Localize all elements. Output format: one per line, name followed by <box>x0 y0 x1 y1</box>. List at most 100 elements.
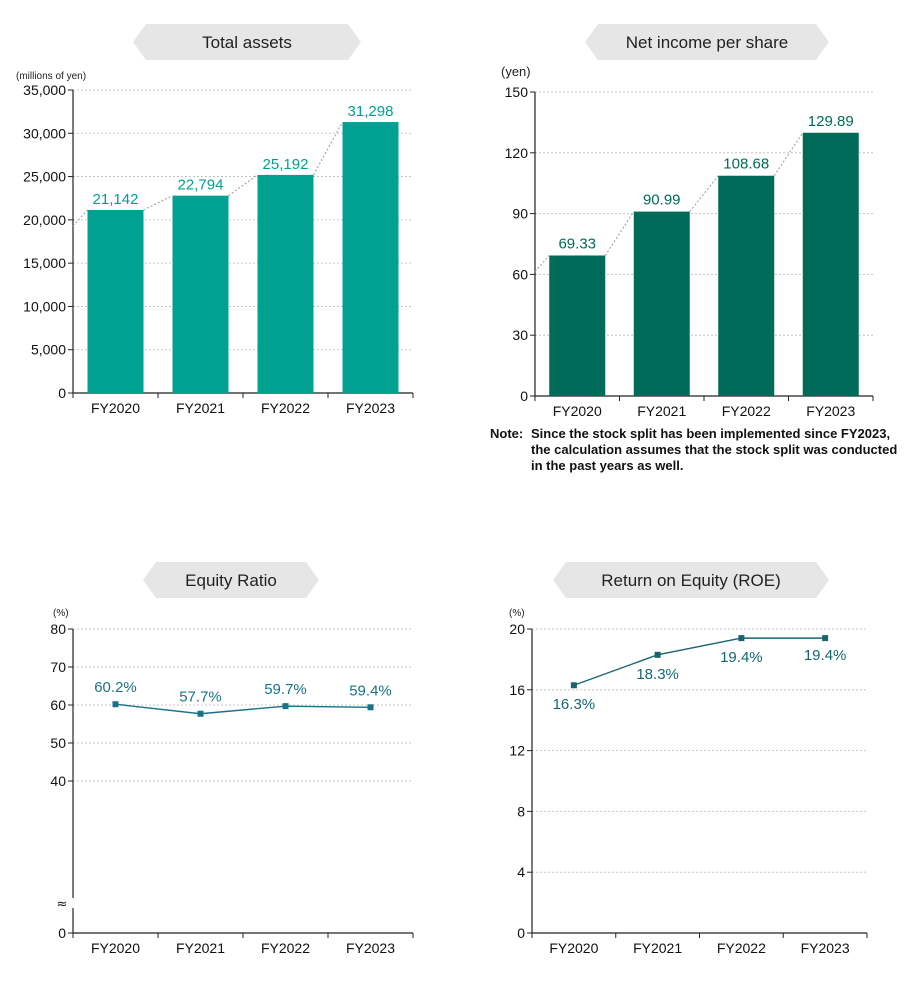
y-tick-label: 0 <box>520 388 528 404</box>
roe-chart: Return on Equity (ROE) (%) 0 4 8 12 16 20FY2020… <box>509 562 868 956</box>
unit-label: (%) <box>53 608 69 619</box>
note-text: Since the stock split has been implement… <box>531 426 898 473</box>
x-tick-label: FY2023 <box>806 403 855 419</box>
x-tick-label: FY2022 <box>261 940 310 956</box>
chart-title: Return on Equity (ROE) <box>601 571 781 590</box>
title-banner <box>143 562 319 598</box>
x-tick-label: FY2021 <box>633 940 682 956</box>
bar <box>549 255 606 396</box>
bar <box>257 174 314 393</box>
axis-break-mark: ≈ <box>57 897 68 912</box>
y-tick-label: 12 <box>509 743 525 759</box>
y-tick-label: 16 <box>509 682 525 698</box>
y-tick-label: 20,000 <box>23 212 66 228</box>
y-tick-label: 120 <box>505 145 529 161</box>
data-point <box>282 703 289 710</box>
bar <box>802 132 859 396</box>
y-tick-label: 40 <box>50 773 66 789</box>
x-tick-label: FY2020 <box>549 940 598 956</box>
x-tick-label: FY2022 <box>261 400 310 416</box>
bar <box>718 175 775 396</box>
value-label: 90.99 <box>643 192 681 209</box>
bar-connector <box>604 211 635 256</box>
y-tick-label: 0 <box>517 925 525 941</box>
net-income-per-share-chart: Net income per share (yen) 0 30 60 90 120 150FY… <box>501 24 874 419</box>
value-label: 57.7% <box>179 689 222 706</box>
y-tick-label: 10,000 <box>23 298 66 314</box>
chart-title: Total assets <box>202 33 292 52</box>
unit-label: (%) <box>509 608 525 619</box>
value-label: 60.2% <box>94 679 137 696</box>
y-tick-label: 20 <box>509 621 525 637</box>
data-point <box>654 651 661 658</box>
note-label: Note: <box>490 426 524 441</box>
series-line <box>573 637 826 686</box>
value-label: 129.89 <box>808 113 854 130</box>
chart-title: Net income per share <box>626 33 789 52</box>
y-tick-label: 80 <box>50 621 66 637</box>
data-point <box>738 635 745 642</box>
x-tick-label: FY2020 <box>91 400 140 416</box>
value-label: 18.3% <box>636 666 679 683</box>
bar-connector <box>689 175 719 212</box>
bar-connector <box>143 195 173 211</box>
x-tick-label: FY2023 <box>801 940 850 956</box>
value-label: 16.3% <box>553 696 596 713</box>
data-point <box>570 682 577 689</box>
x-tick-label: FY2023 <box>346 400 395 416</box>
value-label: 22,794 <box>178 177 224 194</box>
y-tick-label: 50 <box>50 735 66 751</box>
chart-title: Equity Ratio <box>185 571 277 590</box>
bar-connector <box>72 209 88 227</box>
x-tick-label: FY2021 <box>637 403 686 419</box>
data-point <box>822 635 829 642</box>
x-tick-label: FY2021 <box>176 400 225 416</box>
total-assets-chart: Total assets (millions of yen) 0 5,000 10,00… <box>16 24 414 416</box>
x-tick-label: FY2020 <box>91 940 140 956</box>
value-label: 19.4% <box>804 647 847 664</box>
y-tick-label: 0 <box>58 925 66 941</box>
value-label: 69.33 <box>558 235 596 252</box>
y-tick-label: 30 <box>512 327 528 343</box>
unit-label: (millions of yen) <box>16 71 86 82</box>
bar <box>172 195 229 393</box>
value-label: 31,298 <box>348 103 394 120</box>
x-tick-label: FY2023 <box>346 940 395 956</box>
bar-connector <box>313 121 343 176</box>
series-line <box>115 703 371 715</box>
y-tick-label: 35,000 <box>23 82 66 98</box>
y-tick-label: 8 <box>517 803 525 819</box>
y-tick-label: 60 <box>50 697 66 713</box>
equity-ratio-chart: Equity Ratio (%) 0 40 50 60 70 80 ≈ FY2020 FY2021 F… <box>50 562 414 956</box>
y-tick-label: 15,000 <box>23 255 66 271</box>
x-tick-label: FY2020 <box>553 403 602 419</box>
value-label: 59.4% <box>349 682 392 699</box>
bar-connector <box>534 255 550 272</box>
value-label: 25,192 <box>263 156 309 173</box>
y-tick-label: 0 <box>58 385 66 401</box>
x-tick-label: FY2022 <box>722 403 771 419</box>
axis-break-gap <box>70 898 76 908</box>
value-label: 21,142 <box>93 191 139 208</box>
y-tick-label: 60 <box>512 266 528 282</box>
unit-label: (yen) <box>501 64 531 79</box>
y-tick-label: 5,000 <box>31 342 66 358</box>
title-banner <box>553 562 829 598</box>
bar-connector <box>773 132 804 177</box>
title-banner <box>133 24 361 60</box>
bar <box>87 209 144 393</box>
value-label: 108.68 <box>723 156 769 173</box>
bar <box>633 211 690 396</box>
y-tick-label: 4 <box>517 864 525 880</box>
data-point <box>197 710 204 717</box>
bar-connector <box>228 174 258 197</box>
data-point <box>112 701 119 708</box>
title-banner <box>585 24 829 60</box>
y-tick-label: 150 <box>505 84 529 100</box>
y-tick-label: 90 <box>512 206 528 222</box>
x-tick-label: FY2021 <box>176 940 225 956</box>
data-point <box>367 704 374 711</box>
y-tick-label: 70 <box>50 659 66 675</box>
value-label: 59.7% <box>264 681 307 698</box>
